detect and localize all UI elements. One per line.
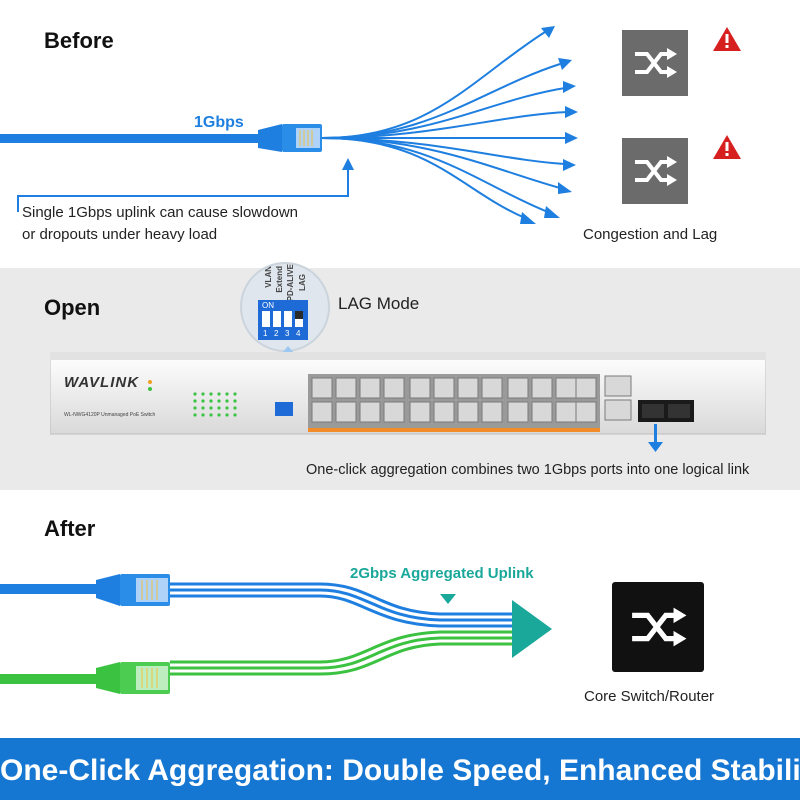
fanout-wires [321, 31, 569, 219]
before-caption: Single 1Gbps uplink can cause slowdown o… [22, 202, 298, 246]
blue-connector [96, 574, 170, 606]
rj45-ports [308, 374, 694, 432]
uplink-label: 2Gbps Aggregated Uplink [350, 565, 534, 582]
before-caption-line2: or dropouts under heavy load [22, 226, 218, 243]
dip-label-1: VLAN [264, 266, 273, 288]
sfp-pointer-arrow [648, 424, 663, 452]
model-label: WL-NWG4120P Unmanaged PoE Switch [64, 412, 156, 418]
uplink-pointer [440, 594, 456, 604]
poe-switch-device [50, 352, 766, 435]
dip-toggle-1[interactable] [262, 311, 270, 327]
blue-merge-lines [170, 582, 520, 628]
dip-on-label: ON [262, 301, 274, 310]
dip-number-2: 2 [274, 329, 279, 338]
dip-toggle-2[interactable] [273, 311, 281, 327]
congested-switch-1 [622, 30, 688, 96]
switch-arrows-icon [635, 48, 677, 78]
open-title: Open [44, 295, 101, 320]
open-caption: One-click aggregation combines two 1Gbps… [306, 462, 750, 478]
dip-number-1: 1 [263, 329, 268, 338]
core-switch-label: Core Switch/Router [584, 688, 715, 705]
before-cable [0, 134, 270, 143]
congested-switch-2 [622, 138, 688, 204]
switch-arrows-icon [632, 607, 687, 647]
dip-toggle-3[interactable] [284, 311, 292, 327]
after-cable-graphic [0, 574, 552, 694]
before-connector [258, 124, 322, 152]
dip-label-2: Extend [275, 266, 284, 293]
dip-switch-magnifier: VLAN Extend PD-ALIVE LAG ON 1 2 3 4 [240, 262, 330, 352]
before-pointer [17, 158, 354, 212]
green-connector [96, 662, 170, 694]
dip-label-3: PD-ALIVE [286, 264, 295, 302]
core-switch [612, 582, 704, 672]
status-leds [193, 392, 237, 417]
brand-logo: WAVLINK [64, 374, 140, 391]
green-merge-lines [170, 630, 520, 676]
dip-number-4: 4 [296, 329, 301, 338]
after-title: After [44, 516, 96, 541]
footer-banner: One-Click Aggregation: Double Speed, Enh… [0, 738, 800, 800]
cable-speed-label: 1Gbps [194, 114, 244, 131]
before-title: Before [44, 28, 114, 53]
lag-mode-label: LAG Mode [338, 294, 420, 313]
fanout-arrowheads [520, 26, 578, 224]
dip-label-4: LAG [298, 274, 307, 291]
dip-toggle-4[interactable] [295, 311, 303, 327]
congestion-label: Congestion and Lag [583, 226, 718, 243]
merge-arrowhead [512, 600, 552, 658]
switch-arrows-icon [635, 156, 677, 186]
dip-switch-block: ON 1 2 3 4 [258, 300, 308, 340]
dip-toggle-4-on [295, 311, 303, 319]
warning-icon [713, 135, 741, 159]
warning-icon [713, 27, 741, 51]
before-caption-line1: Single 1Gbps uplink can cause slowdown [22, 204, 298, 221]
dip-number-3: 3 [285, 329, 290, 338]
before-cable-graphic [0, 26, 578, 224]
